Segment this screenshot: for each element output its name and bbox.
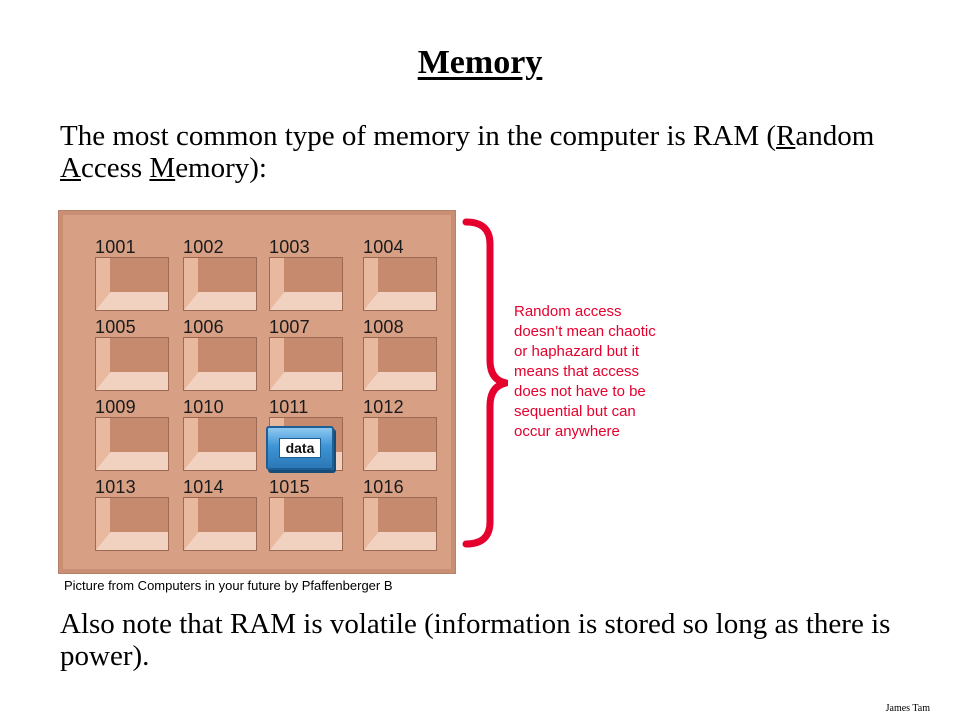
memory-cell-address: 1009 bbox=[95, 397, 136, 417]
memory-cell: 1012 bbox=[359, 393, 437, 471]
intro-text-part-4: emory): bbox=[175, 152, 267, 184]
memory-cell-address: 1001 bbox=[95, 237, 136, 257]
memory-cell-address: 1015 bbox=[269, 477, 310, 497]
memory-cell-compartment bbox=[363, 257, 437, 311]
intro-paragraph: The most common type of memory in the co… bbox=[60, 120, 920, 184]
memory-cell: 1015 bbox=[265, 473, 343, 551]
memory-cell: 1004 bbox=[359, 233, 437, 311]
memory-cell: 1002 bbox=[179, 233, 257, 311]
memory-cell-compartment bbox=[95, 497, 169, 551]
ram-cabinet-figure: 1001 1002 1003 1004 1005 1006 1007 1008 1009 1010… bbox=[58, 210, 456, 574]
memory-cell: 1006 bbox=[179, 313, 257, 391]
intro-text-part-1: The most common type of memory in the co… bbox=[60, 120, 777, 152]
intro-text-part-2: andom bbox=[795, 120, 875, 152]
memory-cell-compartment bbox=[269, 497, 343, 551]
random-access-note: Random access doesn’t mean chaotic or ha… bbox=[514, 303, 656, 440]
memory-cell-address: 1014 bbox=[183, 477, 224, 497]
memory-cell-compartment bbox=[363, 337, 437, 391]
intro-underlined-m: M bbox=[149, 152, 176, 184]
memory-cell-address: 1002 bbox=[183, 237, 224, 257]
memory-cell-address: 1003 bbox=[269, 237, 310, 257]
memory-cell: 1008 bbox=[359, 313, 437, 391]
memory-cell: 1009 bbox=[91, 393, 169, 471]
memory-cell-compartment bbox=[183, 417, 257, 471]
intro-underlined-r: R bbox=[776, 120, 796, 152]
memory-cell: 1005 bbox=[91, 313, 169, 391]
memory-cell-address: 1008 bbox=[363, 317, 404, 337]
memory-cell-compartment bbox=[95, 337, 169, 391]
author-footer: James Tam bbox=[885, 703, 930, 714]
data-label: data bbox=[278, 438, 322, 458]
memory-cell-compartment bbox=[95, 417, 169, 471]
memory-cell-compartment bbox=[183, 337, 257, 391]
right-curly-brace-icon bbox=[462, 218, 508, 548]
memory-cell-compartment bbox=[95, 257, 169, 311]
memory-cell-address: 1016 bbox=[363, 477, 404, 497]
volatile-note-paragraph: Also note that RAM is volatile (informat… bbox=[60, 608, 891, 672]
memory-cell-address: 1004 bbox=[363, 237, 404, 257]
slide-title: Memory bbox=[417, 44, 543, 81]
memory-cell-compartment bbox=[269, 257, 343, 311]
memory-cell-compartment bbox=[183, 497, 257, 551]
memory-cell-address: 1011 bbox=[269, 397, 309, 417]
figure-caption: Picture from Computers in your future by… bbox=[64, 578, 393, 593]
memory-cell-compartment bbox=[363, 497, 437, 551]
memory-cell-compartment bbox=[269, 337, 343, 391]
memory-cell-compartment bbox=[183, 257, 257, 311]
memory-cell: 1001 bbox=[91, 233, 169, 311]
memory-cell-address: 1010 bbox=[183, 397, 224, 417]
memory-cell-address: 1005 bbox=[95, 317, 136, 337]
memory-cell: 1010 bbox=[179, 393, 257, 471]
intro-text-part-3: ccess bbox=[80, 152, 150, 184]
memory-cell: 1003 bbox=[265, 233, 343, 311]
memory-cell-address: 1007 bbox=[269, 317, 310, 337]
memory-cell-compartment bbox=[363, 417, 437, 471]
memory-cell: 1016 bbox=[359, 473, 437, 551]
memory-cell: 1007 bbox=[265, 313, 343, 391]
memory-cell-address: 1012 bbox=[363, 397, 404, 417]
memory-cell-address: 1013 bbox=[95, 477, 136, 497]
intro-underlined-a: A bbox=[60, 152, 81, 184]
memory-cell-address: 1006 bbox=[183, 317, 224, 337]
memory-cell: 1014 bbox=[179, 473, 257, 551]
data-block: data bbox=[266, 426, 334, 470]
memory-cell: 1013 bbox=[91, 473, 169, 551]
